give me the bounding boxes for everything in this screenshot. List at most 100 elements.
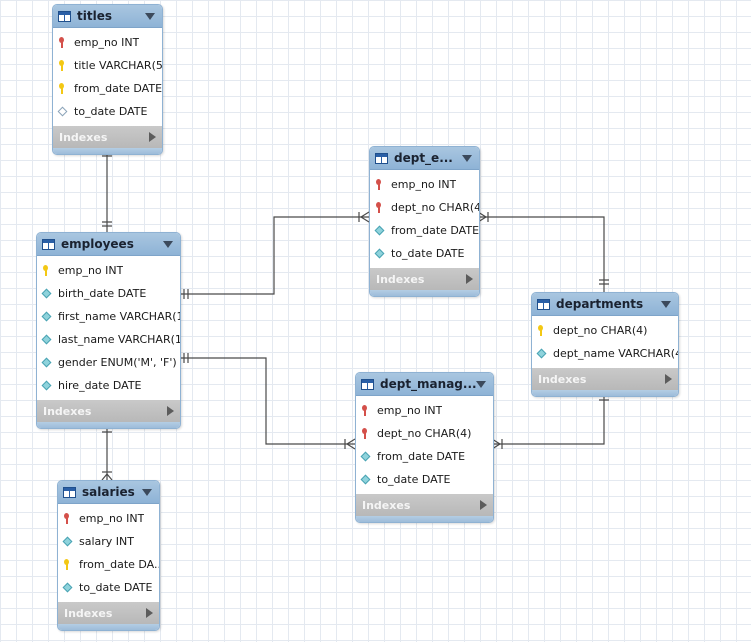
column-row[interactable]: from_date DATE	[53, 77, 162, 100]
column-label: emp_no INT	[79, 512, 145, 525]
indexes-section[interactable]: Indexes	[356, 494, 493, 516]
column-diamond-icon	[41, 288, 52, 299]
column-label: last_name VARCHAR(16)	[58, 333, 180, 346]
expand-arrow-icon[interactable]	[466, 274, 473, 284]
table-header[interactable]: employees	[37, 233, 180, 256]
column-label: dept_no CHAR(4)	[377, 427, 472, 440]
indexes-section[interactable]: Indexes	[53, 126, 162, 148]
column-diamond-icon	[536, 348, 547, 359]
column-row[interactable]: to_date DATE	[356, 468, 493, 491]
column-row[interactable]: to_date DATE	[370, 242, 479, 265]
table-footer	[58, 624, 159, 630]
column-list: emp_no INT birth_date DATE first_name VARC…	[37, 256, 180, 400]
column-row[interactable]: first_name VARCHAR(1...	[37, 305, 180, 328]
column-row[interactable]: gender ENUM('M', 'F')	[37, 351, 180, 374]
table-employees[interactable]: employees emp_no INT birth_date DATE first_…	[36, 232, 181, 429]
table-footer	[356, 516, 493, 522]
column-label: to_date DATE	[391, 247, 465, 260]
collapse-arrow-icon[interactable]	[661, 300, 671, 308]
column-row[interactable]: hire_date DATE	[37, 374, 180, 397]
column-row[interactable]: emp_no INT	[58, 507, 159, 530]
column-row[interactable]: dept_no CHAR(4)	[370, 196, 479, 219]
column-row[interactable]: birth_date DATE	[37, 282, 180, 305]
column-label: emp_no INT	[377, 404, 443, 417]
column-diamond-outline-icon	[57, 106, 68, 117]
foreign-key-icon	[361, 404, 371, 417]
relationship-departments-dept-manager	[492, 390, 605, 445]
primary-key-icon	[58, 82, 68, 95]
indexes-section[interactable]: Indexes	[370, 268, 479, 290]
column-row[interactable]: dept_name VARCHAR(4...	[532, 342, 678, 365]
crows-foot-mark	[101, 473, 113, 481]
column-row[interactable]: dept_no CHAR(4)	[532, 319, 678, 342]
table-name: departments	[556, 297, 644, 311]
column-row[interactable]: to_date DATE	[53, 100, 162, 123]
one-cardinality-mark	[599, 279, 609, 285]
column-row[interactable]: from_date DATE	[356, 445, 493, 468]
table-header[interactable]: salaries	[58, 481, 159, 504]
column-label: emp_no INT	[58, 264, 124, 277]
one-cardinality-mark	[183, 353, 189, 363]
foreign-key-icon	[375, 178, 385, 191]
column-label: from_date DATE	[391, 224, 479, 237]
column-row[interactable]: to_date DATE	[58, 576, 159, 599]
table-icon	[537, 298, 550, 310]
column-row[interactable]: title VARCHAR(5...	[53, 54, 162, 77]
column-list: emp_no INT dept_no CHAR(4) from_date DATE t…	[370, 170, 479, 268]
indexes-section[interactable]: Indexes	[37, 400, 180, 422]
collapse-arrow-icon[interactable]	[145, 12, 155, 20]
indexes-label: Indexes	[538, 372, 587, 386]
column-diamond-icon	[41, 357, 52, 368]
column-label: from_date DA...	[79, 558, 159, 571]
column-label: title VARCHAR(5...	[74, 59, 162, 72]
primary-key-icon	[63, 558, 73, 571]
column-row[interactable]: emp_no INT	[370, 173, 479, 196]
foreign-key-icon	[361, 427, 371, 440]
column-label: hire_date DATE	[58, 379, 142, 392]
column-label: to_date DATE	[79, 581, 153, 594]
column-row[interactable]: from_date DATE	[370, 219, 479, 242]
collapse-arrow-icon[interactable]	[462, 154, 472, 162]
one-cardinality-mark	[102, 221, 112, 227]
table-dept-emp[interactable]: dept_e... emp_no INT dept_no CHAR(4) from_d…	[369, 146, 480, 297]
column-label: to_date DATE	[74, 105, 148, 118]
column-list: emp_no INT dept_no CHAR(4) from_date DATE t…	[356, 396, 493, 494]
column-diamond-icon	[360, 474, 371, 485]
column-diamond-icon	[374, 248, 385, 259]
expand-arrow-icon[interactable]	[149, 132, 156, 142]
column-row[interactable]: last_name VARCHAR(16)	[37, 328, 180, 351]
table-departments[interactable]: departments dept_no CHAR(4)dept_name VARC…	[531, 292, 679, 397]
indexes-section[interactable]: Indexes	[532, 368, 678, 390]
column-row[interactable]: dept_no CHAR(4)	[356, 422, 493, 445]
column-label: dept_no CHAR(4)	[391, 201, 479, 214]
column-row[interactable]: emp_no INT	[37, 259, 180, 282]
table-footer	[53, 148, 162, 154]
table-salaries[interactable]: salaries emp_no INT salary INT from_date DA…	[57, 480, 160, 631]
table-dept-manager[interactable]: dept_manag... emp_no INT dept_no CHAR(4) fr…	[355, 372, 494, 523]
indexes-label: Indexes	[59, 130, 108, 144]
table-name: titles	[77, 9, 112, 23]
column-label: from_date DATE	[377, 450, 466, 463]
table-header[interactable]: dept_manag...	[356, 373, 493, 396]
collapse-arrow-icon[interactable]	[476, 380, 486, 388]
column-label: emp_no INT	[74, 36, 140, 49]
collapse-arrow-icon[interactable]	[163, 240, 173, 248]
expand-arrow-icon[interactable]	[146, 608, 153, 618]
column-label: emp_no INT	[391, 178, 457, 191]
table-header[interactable]: dept_e...	[370, 147, 479, 170]
column-label: birth_date DATE	[58, 287, 147, 300]
expand-arrow-icon[interactable]	[167, 406, 174, 416]
indexes-section[interactable]: Indexes	[58, 602, 159, 624]
column-row[interactable]: emp_no INT	[356, 399, 493, 422]
column-row[interactable]: salary INT	[58, 530, 159, 553]
column-row[interactable]: from_date DA...	[58, 553, 159, 576]
expand-arrow-icon[interactable]	[480, 500, 487, 510]
collapse-arrow-icon[interactable]	[142, 488, 152, 496]
column-row[interactable]: emp_no INT	[53, 31, 162, 54]
table-header[interactable]: titles	[53, 5, 162, 28]
table-titles[interactable]: titles emp_no INT title VARCHAR(5... from_d…	[52, 4, 163, 155]
table-header[interactable]: departments	[532, 293, 678, 316]
column-diamond-icon	[41, 380, 52, 391]
expand-arrow-icon[interactable]	[665, 374, 672, 384]
table-icon	[361, 378, 374, 390]
